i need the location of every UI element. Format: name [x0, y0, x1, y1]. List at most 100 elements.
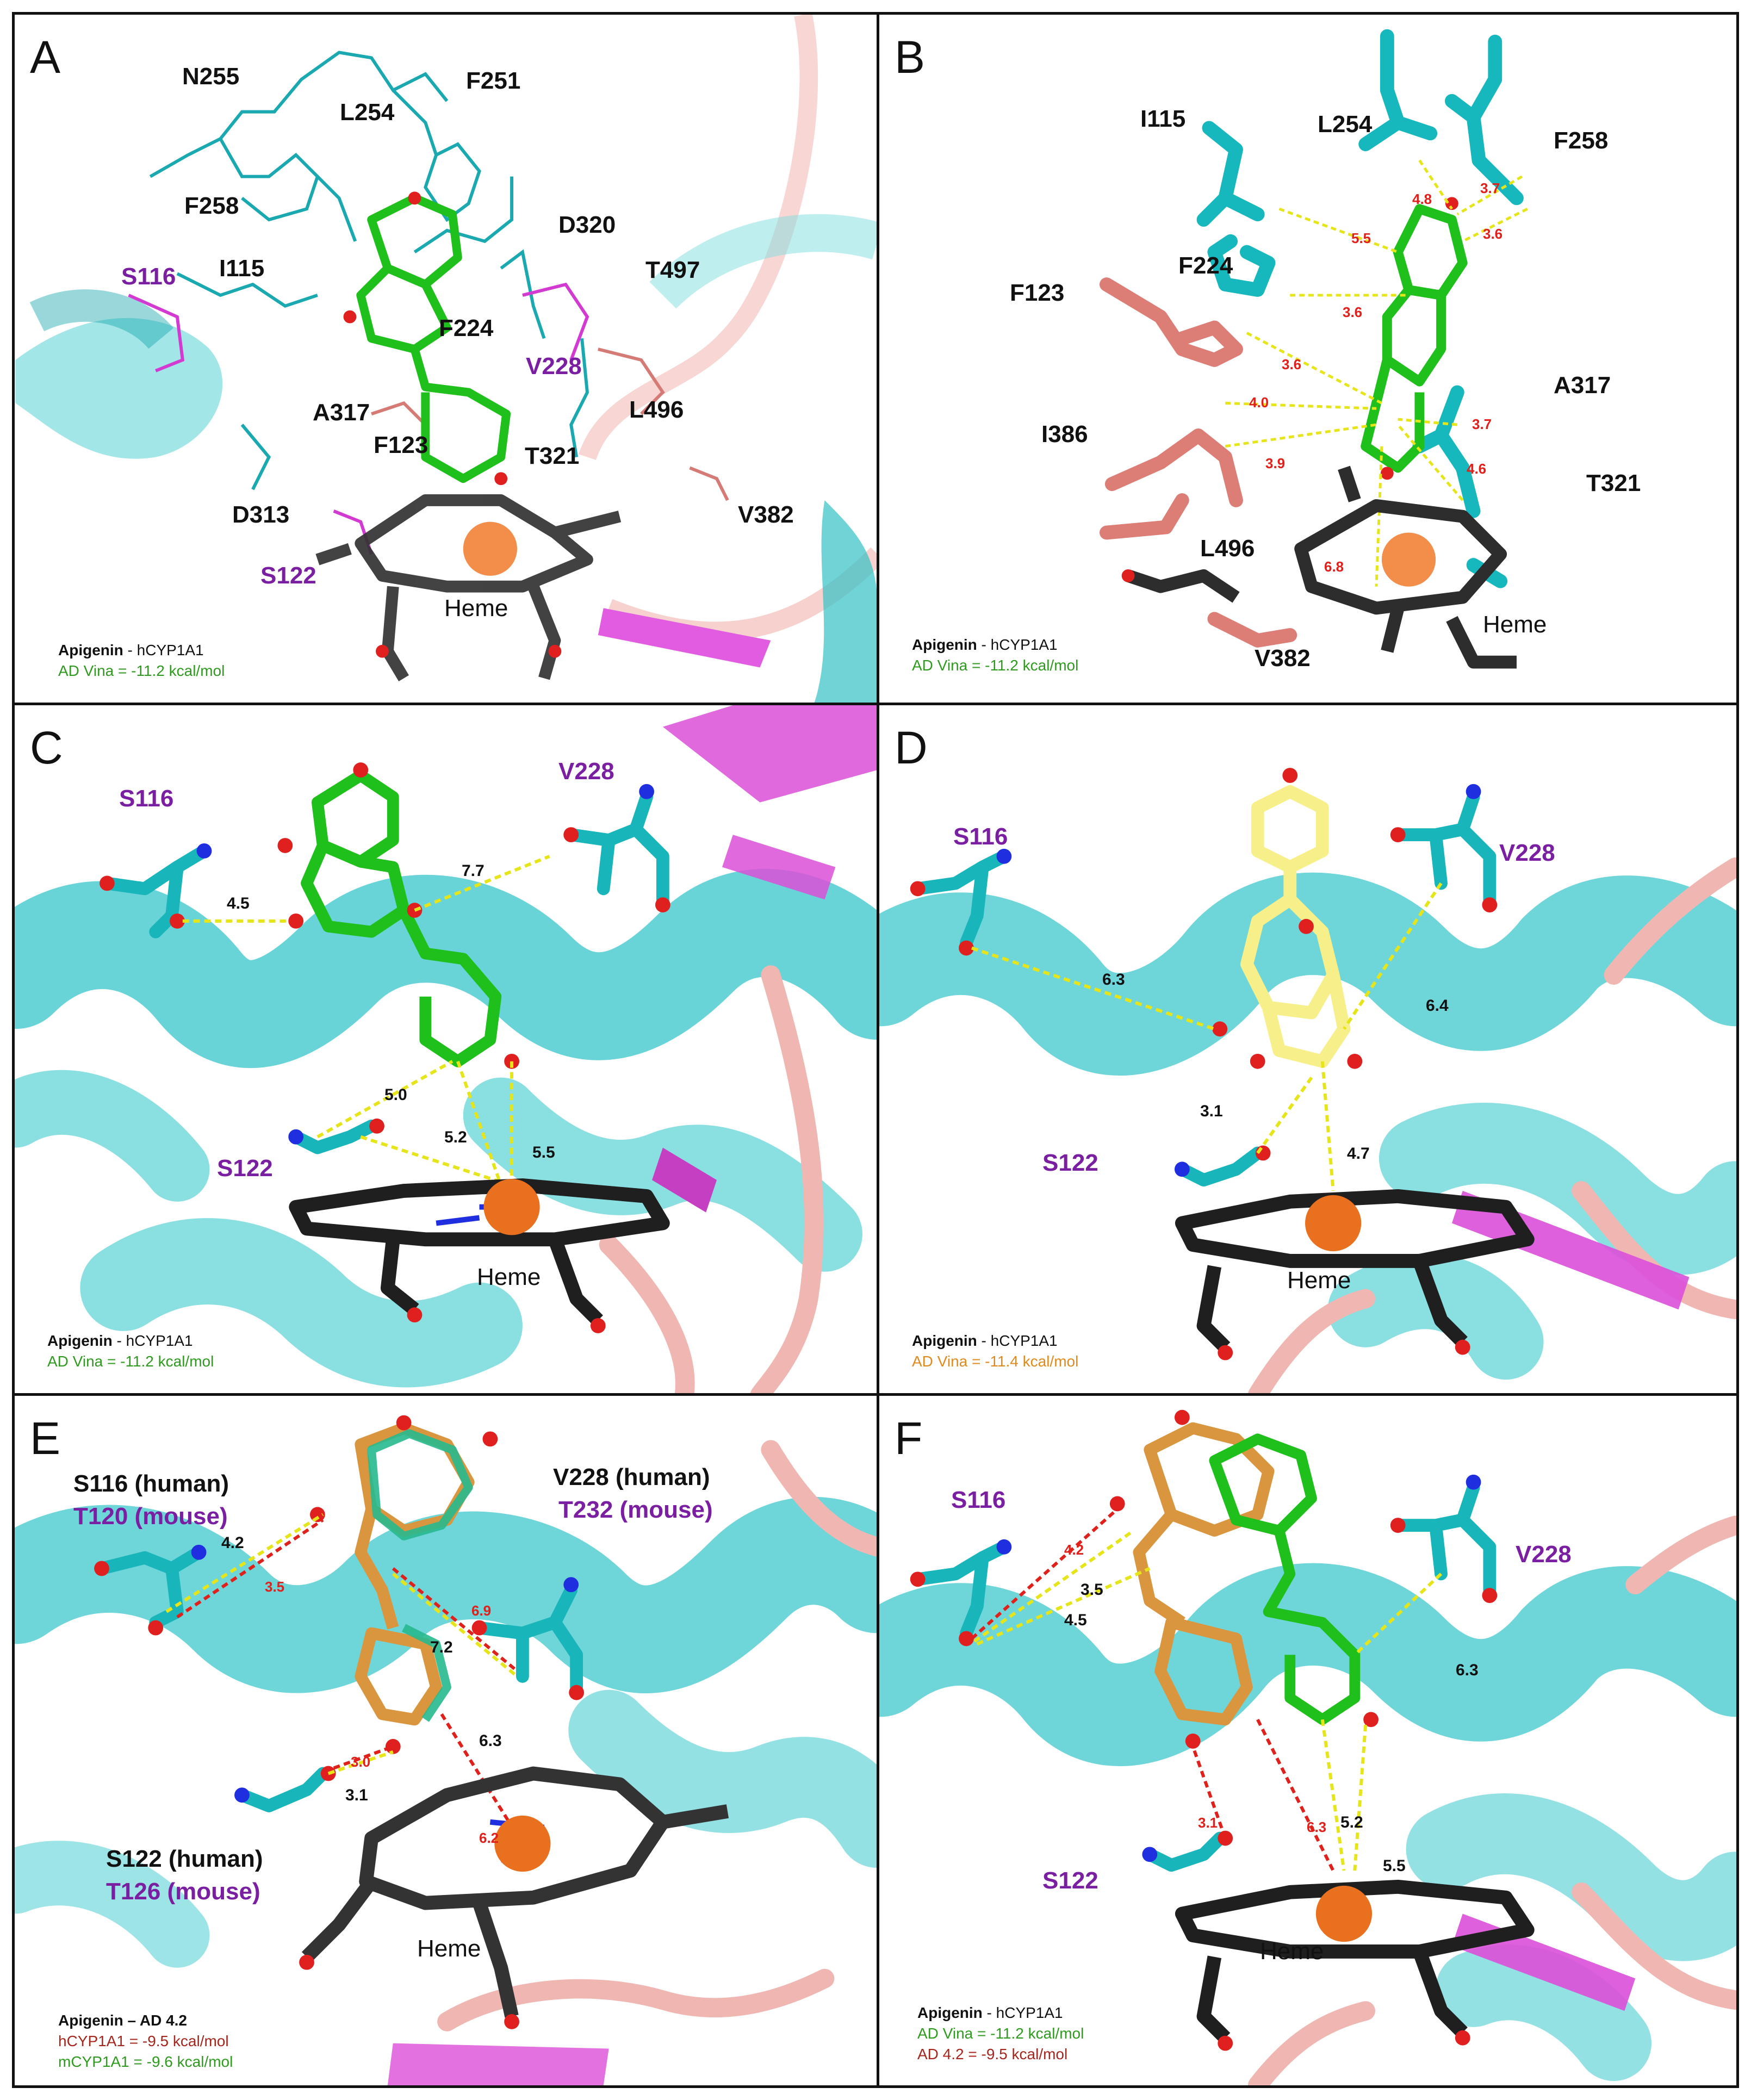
legend-score-mouse: mCYP1A1 = -9.6 kcal/mol — [58, 2053, 233, 2070]
panel-letter-c: C — [30, 722, 63, 773]
distance-label: 6.3 — [479, 1732, 502, 1750]
panel-e: E S116 (human) T120 (mouse) V228 (human)… — [12, 1393, 881, 2088]
residue-label-highlight: S116 — [951, 1487, 1006, 1513]
residue-label-highlight: S122 — [1042, 1867, 1098, 1894]
heme-label: Heme — [1260, 1938, 1324, 1965]
residue-label: N255 — [182, 63, 240, 90]
panel-b-structure — [1100, 29, 1528, 669]
legend-ligand: Apigenin – AD 4.2 — [58, 2012, 188, 2029]
residue-label: F251 — [466, 67, 521, 94]
legend-ligand: Apigenin — [58, 642, 123, 658]
residue-label: A317 — [1554, 372, 1611, 399]
legend-score: AD Vina = -11.4 kcal/mol — [912, 1352, 1079, 1370]
distance-label: 3.0 — [351, 1754, 371, 1770]
residue-label-highlight: V228 — [1516, 1541, 1572, 1568]
panel-e-legend: Apigenin – AD 4.2 hCYP1A1 = -9.5 kcal/mo… — [58, 2010, 233, 2072]
panel-d-structure — [879, 768, 1736, 1395]
legend-enzyme: hCYP1A1 — [136, 642, 204, 658]
distance-label: 5.2 — [1340, 1813, 1363, 1831]
distance-label: 5.5 — [1351, 230, 1371, 246]
panel-d-legend: Apigenin - hCYP1A1 AD Vina = -11.4 kcal/… — [912, 1331, 1078, 1372]
distance-label: 3.1 — [1198, 1815, 1218, 1831]
residue-label: T497 — [645, 257, 700, 283]
panel-f-structure — [879, 1409, 1736, 2085]
distance-label: 3.9 — [1265, 455, 1286, 471]
panel-letter-a: A — [30, 32, 61, 83]
panel-letter-f: F — [895, 1413, 923, 1464]
panel-letter-b: B — [895, 32, 926, 83]
distance-label: 3.6 — [1282, 356, 1302, 372]
legend-score: AD Vina = -11.2 kcal/mol — [47, 1352, 214, 1370]
residue-label: F258 — [1554, 127, 1609, 154]
legend-separator: - — [982, 2004, 996, 2021]
panel-a: A N255 L254 F251 F258 I115 D320 T497 F22… — [12, 12, 881, 707]
distance-label: 3.5 — [1081, 1581, 1103, 1599]
distance-label: 4.5 — [227, 894, 250, 912]
distance-label: 5.0 — [384, 1086, 407, 1104]
residue-label-highlight: V228 — [1499, 840, 1555, 866]
panel-a-legend: Apigenin - hCYP1A1 AD Vina = -11.2 kcal/… — [58, 640, 225, 681]
distance-label: 3.1 — [1200, 1102, 1223, 1120]
distance-label: 5.5 — [1383, 1857, 1406, 1875]
distance-label: 6.4 — [1426, 997, 1449, 1015]
legend-enzyme: hCYP1A1 — [990, 636, 1058, 653]
distance-label: 3.1 — [345, 1786, 368, 1804]
heme-label: Heme — [417, 1935, 481, 1962]
residue-label: I115 — [1140, 105, 1186, 132]
legend-enzyme: hCYP1A1 — [996, 2004, 1063, 2021]
residue-label-highlight: T120 (mouse) — [73, 1503, 228, 1530]
distance-label: 6.3 — [1102, 971, 1125, 989]
distance-label: 6.3 — [1307, 1819, 1327, 1835]
residue-label: I115 — [219, 255, 265, 282]
legend-score-ad42: AD 4.2 = -9.5 kcal/mol — [917, 2045, 1068, 2062]
panel-b-legend: Apigenin - hCYP1A1 AD Vina = -11.2 kcal/… — [912, 635, 1078, 676]
residue-label-highlight: S122 — [1042, 1150, 1098, 1176]
distance-label: 3.7 — [1480, 180, 1500, 196]
residue-label: T321 — [1586, 470, 1641, 496]
panel-f-legend: Apigenin - hCYP1A1 AD Vina = -11.2 kcal/… — [917, 2003, 1084, 2064]
residue-label: S116 (human) — [73, 1470, 229, 1497]
distance-label: 4.5 — [1064, 1611, 1087, 1629]
distance-label: 6.8 — [1324, 558, 1344, 575]
residue-label-highlight: V228 — [558, 758, 614, 785]
distance-label: 3.5 — [265, 1579, 285, 1595]
distance-label: 3.6 — [1343, 304, 1363, 320]
residue-label: V382 — [1255, 645, 1311, 672]
legend-enzyme: hCYP1A1 — [126, 1332, 193, 1349]
residue-label-highlight: S116 — [953, 823, 1008, 850]
distance-label: 4.2 — [1064, 1542, 1084, 1558]
distance-label: 3.7 — [1472, 416, 1492, 432]
residue-label-highlight: V228 — [526, 353, 582, 380]
residue-label: F224 — [1178, 252, 1233, 279]
distance-label: 6.3 — [1456, 1661, 1479, 1679]
legend-score-human: hCYP1A1 = -9.5 kcal/mol — [58, 2032, 229, 2049]
distance-label: 4.8 — [1412, 191, 1432, 207]
legend-ligand: Apigenin — [912, 1332, 977, 1349]
panel-f: F S116 V228 S122 4.2 3.5 4.5 6.3 3.1 6.3… — [877, 1393, 1739, 2088]
distance-label: 6.2 — [479, 1830, 499, 1846]
residue-label: F258 — [184, 192, 239, 219]
distance-label: 7.7 — [462, 862, 485, 880]
distance-label: 4.6 — [1467, 461, 1487, 477]
residue-label-highlight: S116 — [121, 263, 176, 290]
heme-label: Heme — [1287, 1267, 1351, 1294]
legend-separator: - — [123, 642, 137, 658]
panel-letter-d: D — [895, 722, 928, 773]
distance-label: 4.7 — [1347, 1145, 1370, 1163]
panel-e-structure — [15, 1415, 878, 2085]
residue-label: L254 — [340, 99, 395, 126]
legend-ligand: Apigenin — [912, 636, 977, 653]
residue-label: D320 — [558, 212, 616, 238]
legend-ligand: Apigenin — [47, 1332, 113, 1349]
panel-b: B I115 L254 F258 F224 F123 A317 I386 T32… — [877, 12, 1739, 707]
residue-label: A317 — [313, 399, 370, 426]
distance-label: 4.2 — [221, 1534, 244, 1552]
legend-ligand: Apigenin — [917, 2004, 983, 2021]
residue-label-highlight: T232 (mouse) — [558, 1496, 713, 1523]
residue-label: F123 — [1010, 279, 1065, 306]
legend-score: AD Vina = -11.2 kcal/mol — [912, 656, 1079, 674]
residue-label: D313 — [232, 501, 290, 528]
heme-label: Heme — [477, 1264, 541, 1290]
distance-label: 5.5 — [532, 1144, 555, 1161]
panel-a-structure — [15, 15, 878, 704]
